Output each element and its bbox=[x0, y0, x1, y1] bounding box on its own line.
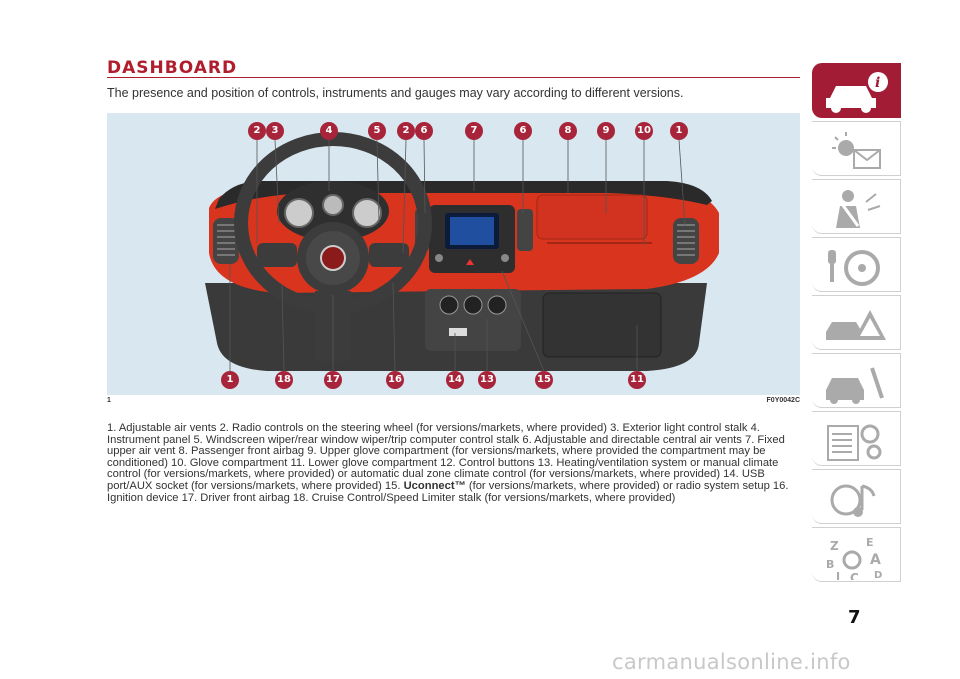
callout-top-10: 10 bbox=[635, 122, 653, 140]
callout-top-2: 4 bbox=[320, 122, 338, 140]
svg-text:I: I bbox=[836, 570, 840, 580]
callout-top-5: 6 bbox=[415, 122, 433, 140]
car-maintenance-wrench-icon bbox=[826, 367, 884, 404]
intro-text: The presence and position of controls, i… bbox=[107, 86, 684, 100]
nav-tab-car-info[interactable]: i bbox=[812, 63, 901, 118]
multimedia-music-icon bbox=[830, 484, 876, 517]
nav-tab-car-maintenance-wrench[interactable] bbox=[812, 353, 901, 408]
technical-data-gears-icon bbox=[827, 424, 882, 461]
callout-top-7: 6 bbox=[514, 122, 532, 140]
figure-number: 1 bbox=[107, 397, 111, 404]
caption-text: 1. Adjustable air vents 2. Radio control… bbox=[107, 422, 800, 504]
svg-text:A: A bbox=[870, 552, 881, 568]
svg-text:E: E bbox=[866, 536, 874, 549]
caption-part-2: (for versions/markets, where provided) o… bbox=[107, 479, 789, 504]
alphabetical-index-icon: Z E B A I C D bbox=[826, 536, 882, 580]
nav-tab-car-emergency-warning[interactable] bbox=[812, 295, 901, 350]
figure-code: F0Y0042C bbox=[766, 397, 800, 404]
safety-seatbelt-airbag-icon bbox=[836, 190, 881, 228]
svg-text:B: B bbox=[826, 558, 834, 571]
callout-bottom-4: 14 bbox=[446, 371, 464, 389]
nav-tab-multimedia-music[interactable] bbox=[812, 469, 901, 524]
section-title: DASHBOARD bbox=[107, 58, 238, 78]
callout-top-9: 9 bbox=[597, 122, 615, 140]
key-steering-wheel-icon bbox=[828, 250, 880, 286]
caption-uconnect: Uconnect™ bbox=[403, 479, 466, 492]
callout-bottom-2: 17 bbox=[324, 371, 342, 389]
callout-top-6: 7 bbox=[465, 122, 483, 140]
warning-light-message-icon bbox=[832, 132, 881, 169]
callout-top-4: 2 bbox=[397, 122, 415, 140]
callout-bottom-0: 1 bbox=[221, 371, 239, 389]
callout-bottom-7: 11 bbox=[628, 371, 646, 389]
callout-bottom-6: 15 bbox=[535, 371, 553, 389]
watermark: carmanualsonline.info bbox=[612, 650, 851, 674]
car-emergency-warning-icon bbox=[826, 310, 886, 340]
callout-bottom-1: 18 bbox=[275, 371, 293, 389]
page-number: 7 bbox=[848, 607, 861, 628]
car-info-icon: i bbox=[826, 72, 888, 113]
nav-tab-technical-data-gears[interactable] bbox=[812, 411, 901, 466]
callout-bottom-3: 16 bbox=[386, 371, 404, 389]
dashboard-illustration bbox=[107, 113, 800, 395]
svg-text:i: i bbox=[875, 75, 880, 91]
nav-tab-warning-light-message[interactable] bbox=[812, 121, 901, 176]
svg-text:C: C bbox=[850, 571, 859, 580]
callout-top-11: 1 bbox=[670, 122, 688, 140]
caption-part-1: 1. Adjustable air vents 2. Radio control… bbox=[107, 422, 785, 492]
nav-tab-safety-seatbelt-airbag[interactable] bbox=[812, 179, 901, 234]
callout-top-0: 2 bbox=[248, 122, 266, 140]
svg-text:Z: Z bbox=[830, 539, 839, 553]
callout-bottom-5: 13 bbox=[478, 371, 496, 389]
nav-tab-key-steering-wheel[interactable] bbox=[812, 237, 901, 292]
callout-top-1: 3 bbox=[266, 122, 284, 140]
title-rule bbox=[107, 77, 800, 78]
callout-top-3: 5 bbox=[368, 122, 386, 140]
nav-tab-alphabetical-index[interactable]: Z E B A I C D bbox=[812, 527, 901, 582]
callout-top-8: 8 bbox=[559, 122, 577, 140]
svg-text:D: D bbox=[874, 570, 882, 580]
